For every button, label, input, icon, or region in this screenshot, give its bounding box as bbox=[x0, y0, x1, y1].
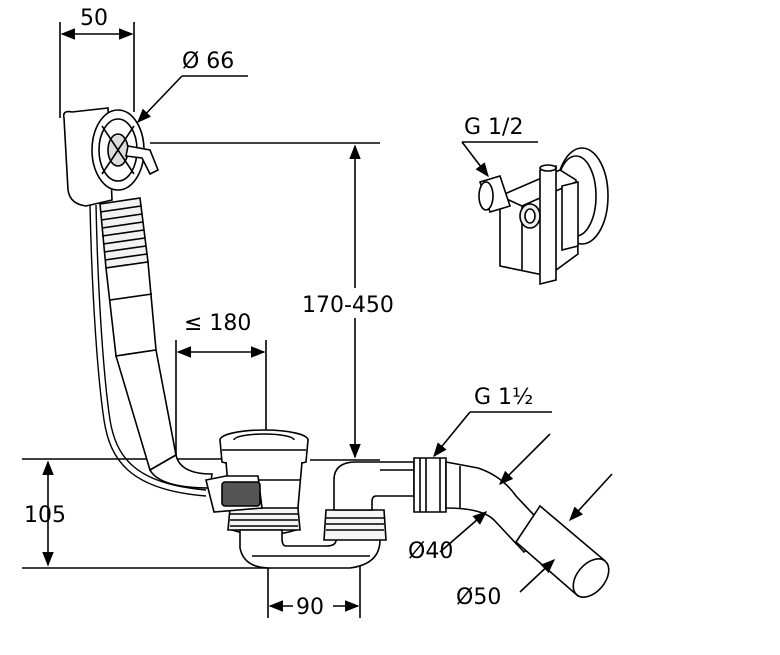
dimension-valve-thread bbox=[461, 141, 538, 178]
label-waste-spacing: 90 bbox=[296, 595, 324, 620]
label-waste-height: 105 bbox=[24, 503, 66, 528]
dimension-pipe-dia-40 bbox=[439, 433, 551, 553]
label-overflow-diameter: Ø 66 bbox=[182, 49, 234, 74]
valve-detail bbox=[478, 147, 609, 286]
label-pipe-dia-40: Ø40 bbox=[408, 539, 453, 564]
label-bg-waste-spacing bbox=[293, 594, 333, 618]
overflow-assembly bbox=[62, 107, 213, 497]
dimension-outlet-thread bbox=[433, 411, 552, 458]
dimension-pipe-dia-50 bbox=[519, 473, 613, 593]
label-outlet-thread: G 1½ bbox=[474, 385, 533, 410]
label-top-width: 50 bbox=[80, 6, 108, 31]
label-max-offset: ≤ 180 bbox=[184, 311, 251, 336]
label-bg-height-range bbox=[298, 288, 416, 318]
dimension-top-width bbox=[59, 22, 135, 118]
trap-bend bbox=[239, 457, 447, 569]
label-valve-thread: G 1/2 bbox=[464, 115, 523, 140]
label-pipe-dia-50: Ø50 bbox=[456, 585, 501, 610]
outlet-pipe bbox=[445, 461, 610, 598]
dimension-max-offset bbox=[175, 340, 267, 470]
waste-body bbox=[205, 429, 309, 536]
label-height-range: 170-450 bbox=[302, 293, 394, 318]
dimension-overflow-diameter bbox=[137, 75, 248, 124]
